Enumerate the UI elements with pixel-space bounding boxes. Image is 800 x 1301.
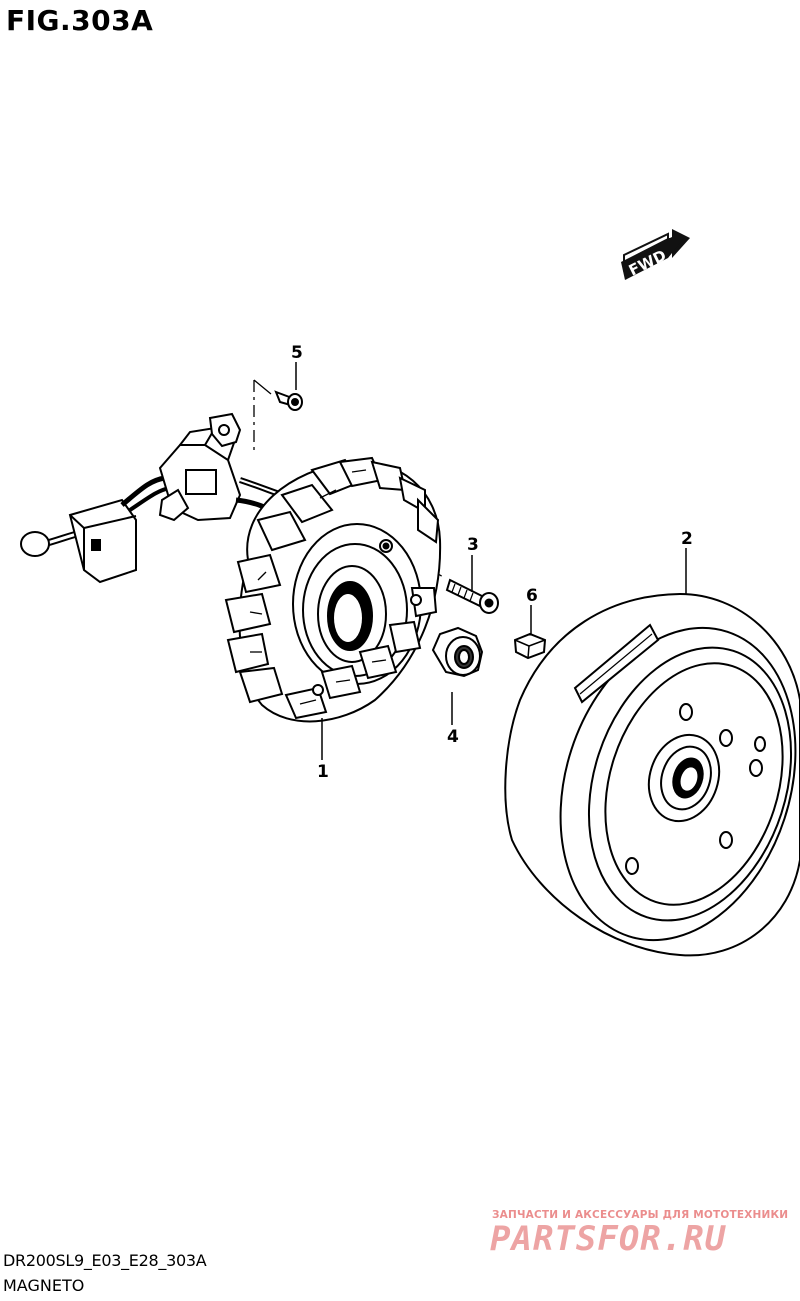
key-part (513, 632, 547, 660)
callout-2: 2 (681, 529, 693, 549)
callout-4: 4 (447, 727, 459, 747)
nut-part (431, 626, 484, 678)
figure-code: DR200SL9_E03_E28_303A (3, 1251, 207, 1270)
stator-part (20, 412, 442, 723)
callout-5: 5 (291, 343, 303, 363)
callout-3: 3 (467, 535, 479, 555)
callout-1: 1 (317, 762, 329, 782)
screw-part (253, 379, 303, 455)
callout-6: 6 (526, 586, 538, 606)
figure-name: MAGNETO (3, 1276, 85, 1295)
figure-title: FIG.303A (6, 4, 154, 37)
watermark-tagline: ЗАПЧАСТИ И АКСЕССУАРЫ ДЛЯ МОТОТЕХНИКИ (492, 1209, 789, 1221)
rotor-part (504, 592, 800, 957)
fwd-arrow-icon: FWD (621, 229, 690, 280)
leader-lines (295, 362, 687, 760)
watermark-logo: PARTSFOR.RU (490, 1219, 727, 1259)
